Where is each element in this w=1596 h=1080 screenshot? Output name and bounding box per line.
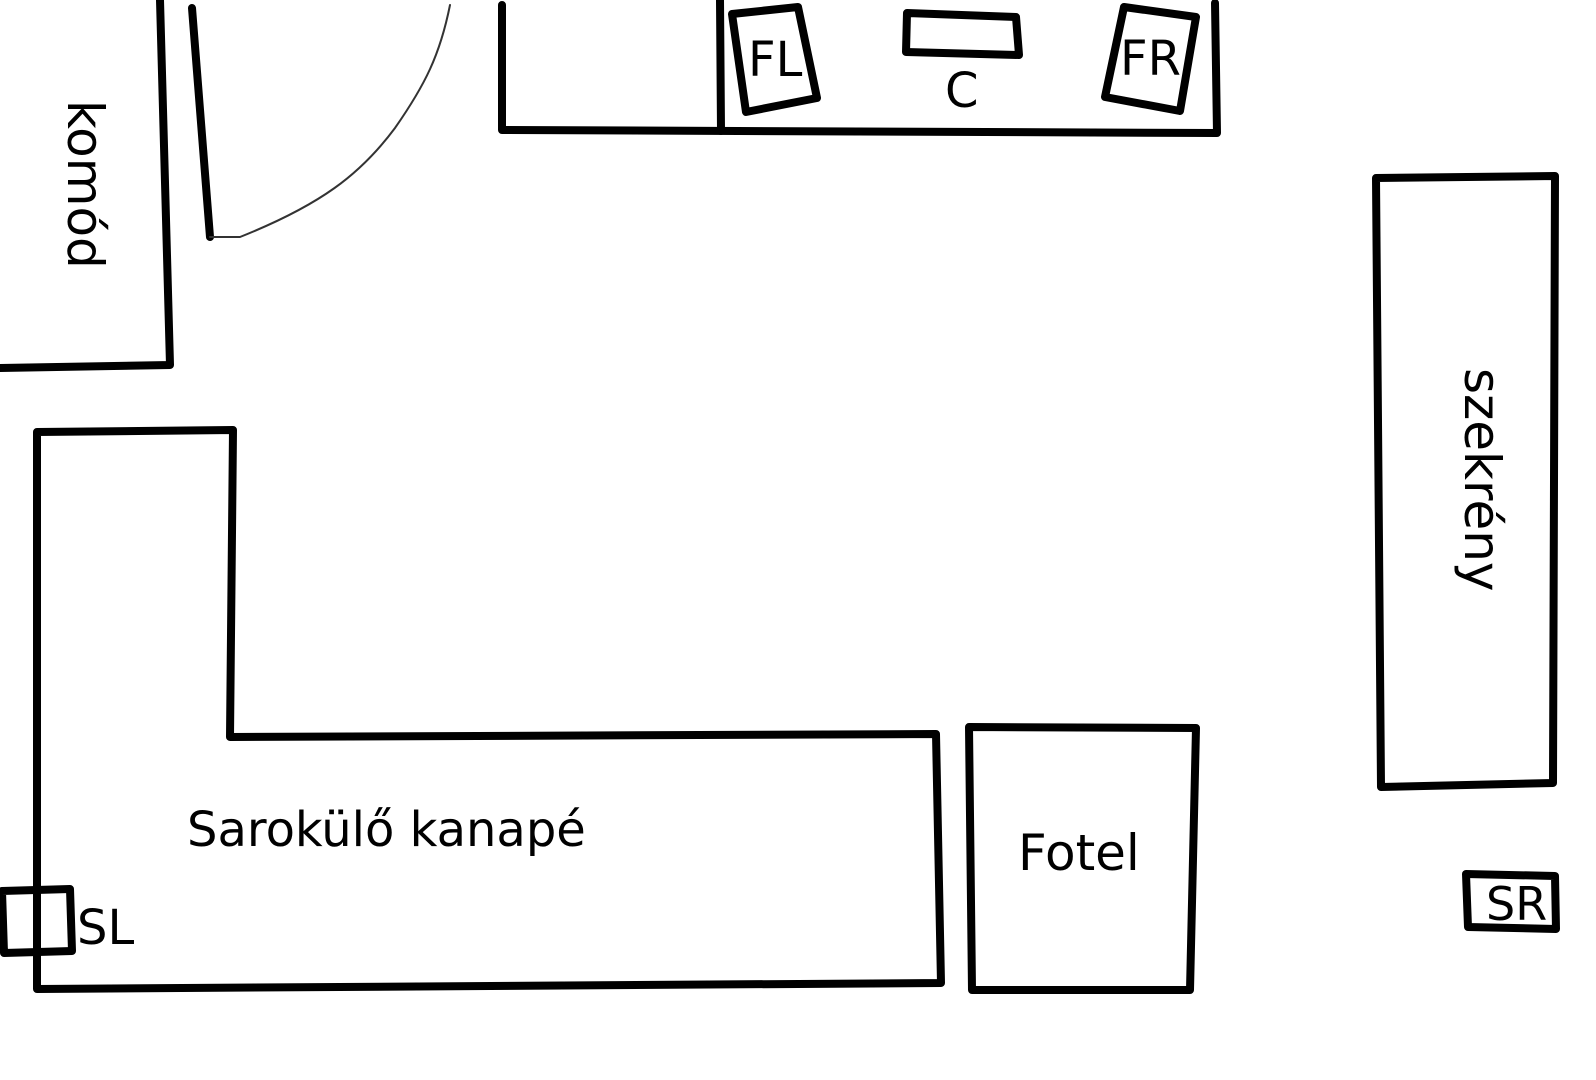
speaker-front-left: FL bbox=[728, 3, 821, 116]
komod-label: komód bbox=[56, 100, 114, 269]
speaker-front-right: FR bbox=[1101, 3, 1200, 115]
speaker-center-label: C bbox=[945, 63, 979, 119]
speaker-center: C bbox=[902, 9, 1023, 119]
tv-cabinet bbox=[498, 0, 1221, 137]
door-swing-arc bbox=[209, 4, 451, 238]
armchair-label: Fotel bbox=[1018, 824, 1140, 882]
szekreny-wardrobe: szekrény bbox=[1372, 172, 1559, 791]
door bbox=[188, 4, 451, 241]
door-leaf bbox=[188, 4, 214, 241]
corner-sofa-label: Sarokülő kanapé bbox=[187, 802, 586, 858]
speaker-surround-left: SL bbox=[0, 885, 134, 957]
speaker-front-left-label: FL bbox=[748, 32, 803, 88]
komod-dresser: komód bbox=[0, 0, 174, 372]
speaker-front-right-label: FR bbox=[1120, 31, 1181, 87]
armchair: Fotel bbox=[965, 723, 1200, 994]
corner-sofa: Sarokülő kanapé bbox=[33, 426, 945, 993]
szekreny-label: szekrény bbox=[1453, 368, 1511, 592]
speaker-surround-left-label: SL bbox=[77, 900, 134, 956]
speaker-surround-right-label: SR bbox=[1486, 877, 1547, 931]
speaker-surround-right: SR bbox=[1462, 870, 1560, 933]
